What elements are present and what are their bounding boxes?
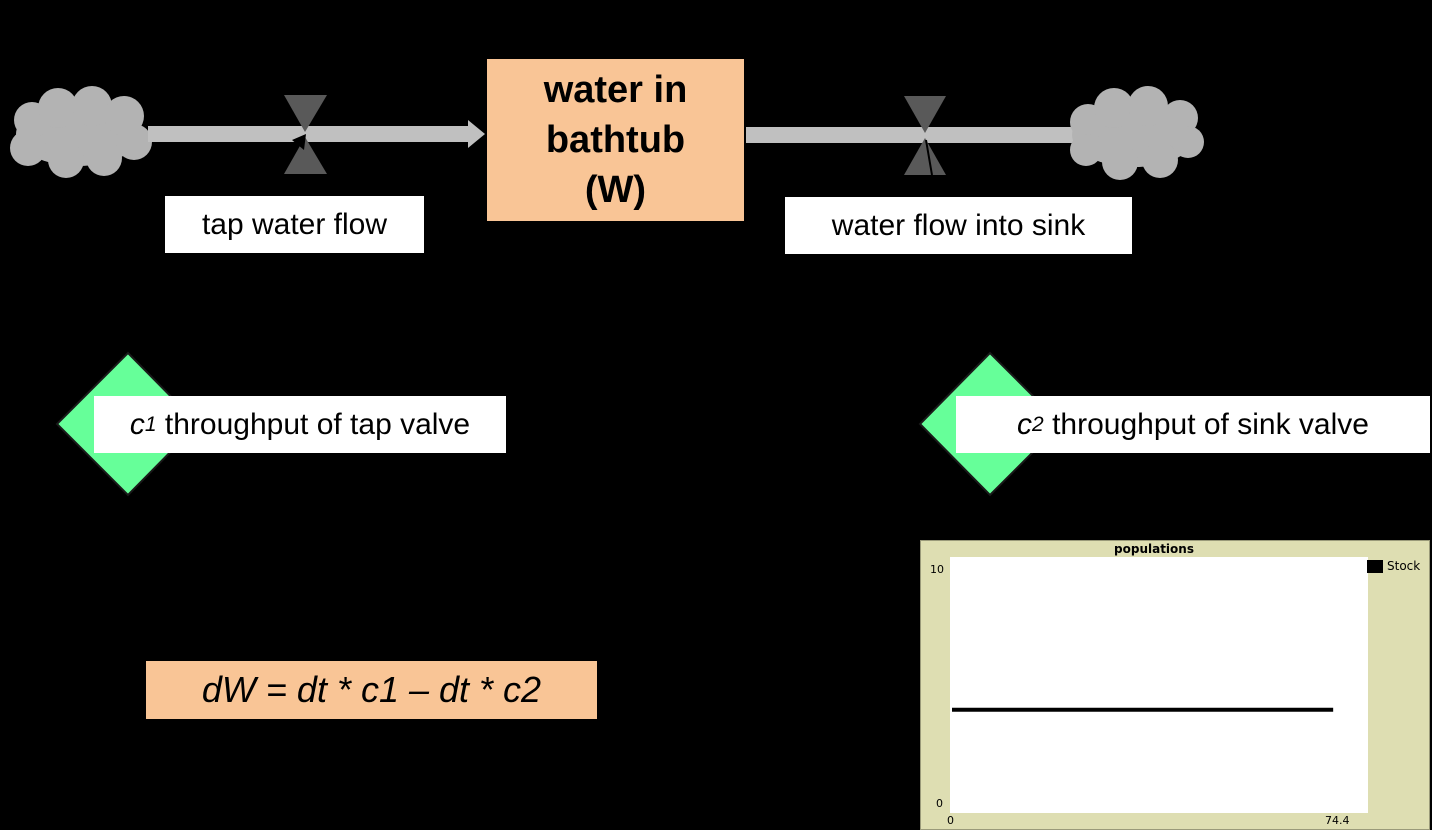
inflow-valve-icon[interactable]: [284, 95, 327, 174]
outflow-label: water flow into sink: [785, 197, 1132, 254]
legend-item: Stock: [1367, 559, 1420, 573]
c2-label-text: throughput of sink valve: [1052, 407, 1369, 441]
plot-svg: [952, 707, 1334, 712]
x-tick-min: 0: [947, 814, 954, 827]
inflow-label: tap water flow: [165, 196, 424, 253]
legend-swatch: [1367, 559, 1383, 573]
stock-water-in-bathtub[interactable]: water in bathtub (W): [487, 59, 744, 221]
stock-label-line1: water in: [543, 69, 688, 111]
source-cloud-icon: [10, 86, 152, 178]
x-tick-max: 74.4: [1325, 814, 1350, 827]
sink-cloud-icon: [1070, 86, 1204, 180]
stock-label-line2: bathtub: [545, 119, 686, 161]
stock-label-line3: (W): [584, 169, 647, 211]
outflow-valve-icon[interactable]: [904, 96, 946, 176]
c1-label-text: throughput of tap valve: [164, 407, 471, 441]
c2-subscript: 2: [1032, 412, 1044, 436]
y-tick-max: 10: [930, 563, 944, 576]
equation-box: dW = dt * c1 – dt * c2: [146, 661, 597, 719]
c1-symbol: c: [129, 407, 145, 441]
c1-subscript: 1: [144, 412, 157, 436]
plot-area: [950, 557, 1368, 813]
plot-title: populations: [1114, 542, 1194, 556]
y-tick-min: 0: [936, 797, 943, 810]
inflow-pipe: [148, 120, 485, 148]
c2-symbol: c: [1017, 407, 1033, 441]
legend-label: Stock: [1387, 559, 1421, 573]
plot-widget: populations 10 0 0 74.4 Stock: [920, 540, 1430, 830]
